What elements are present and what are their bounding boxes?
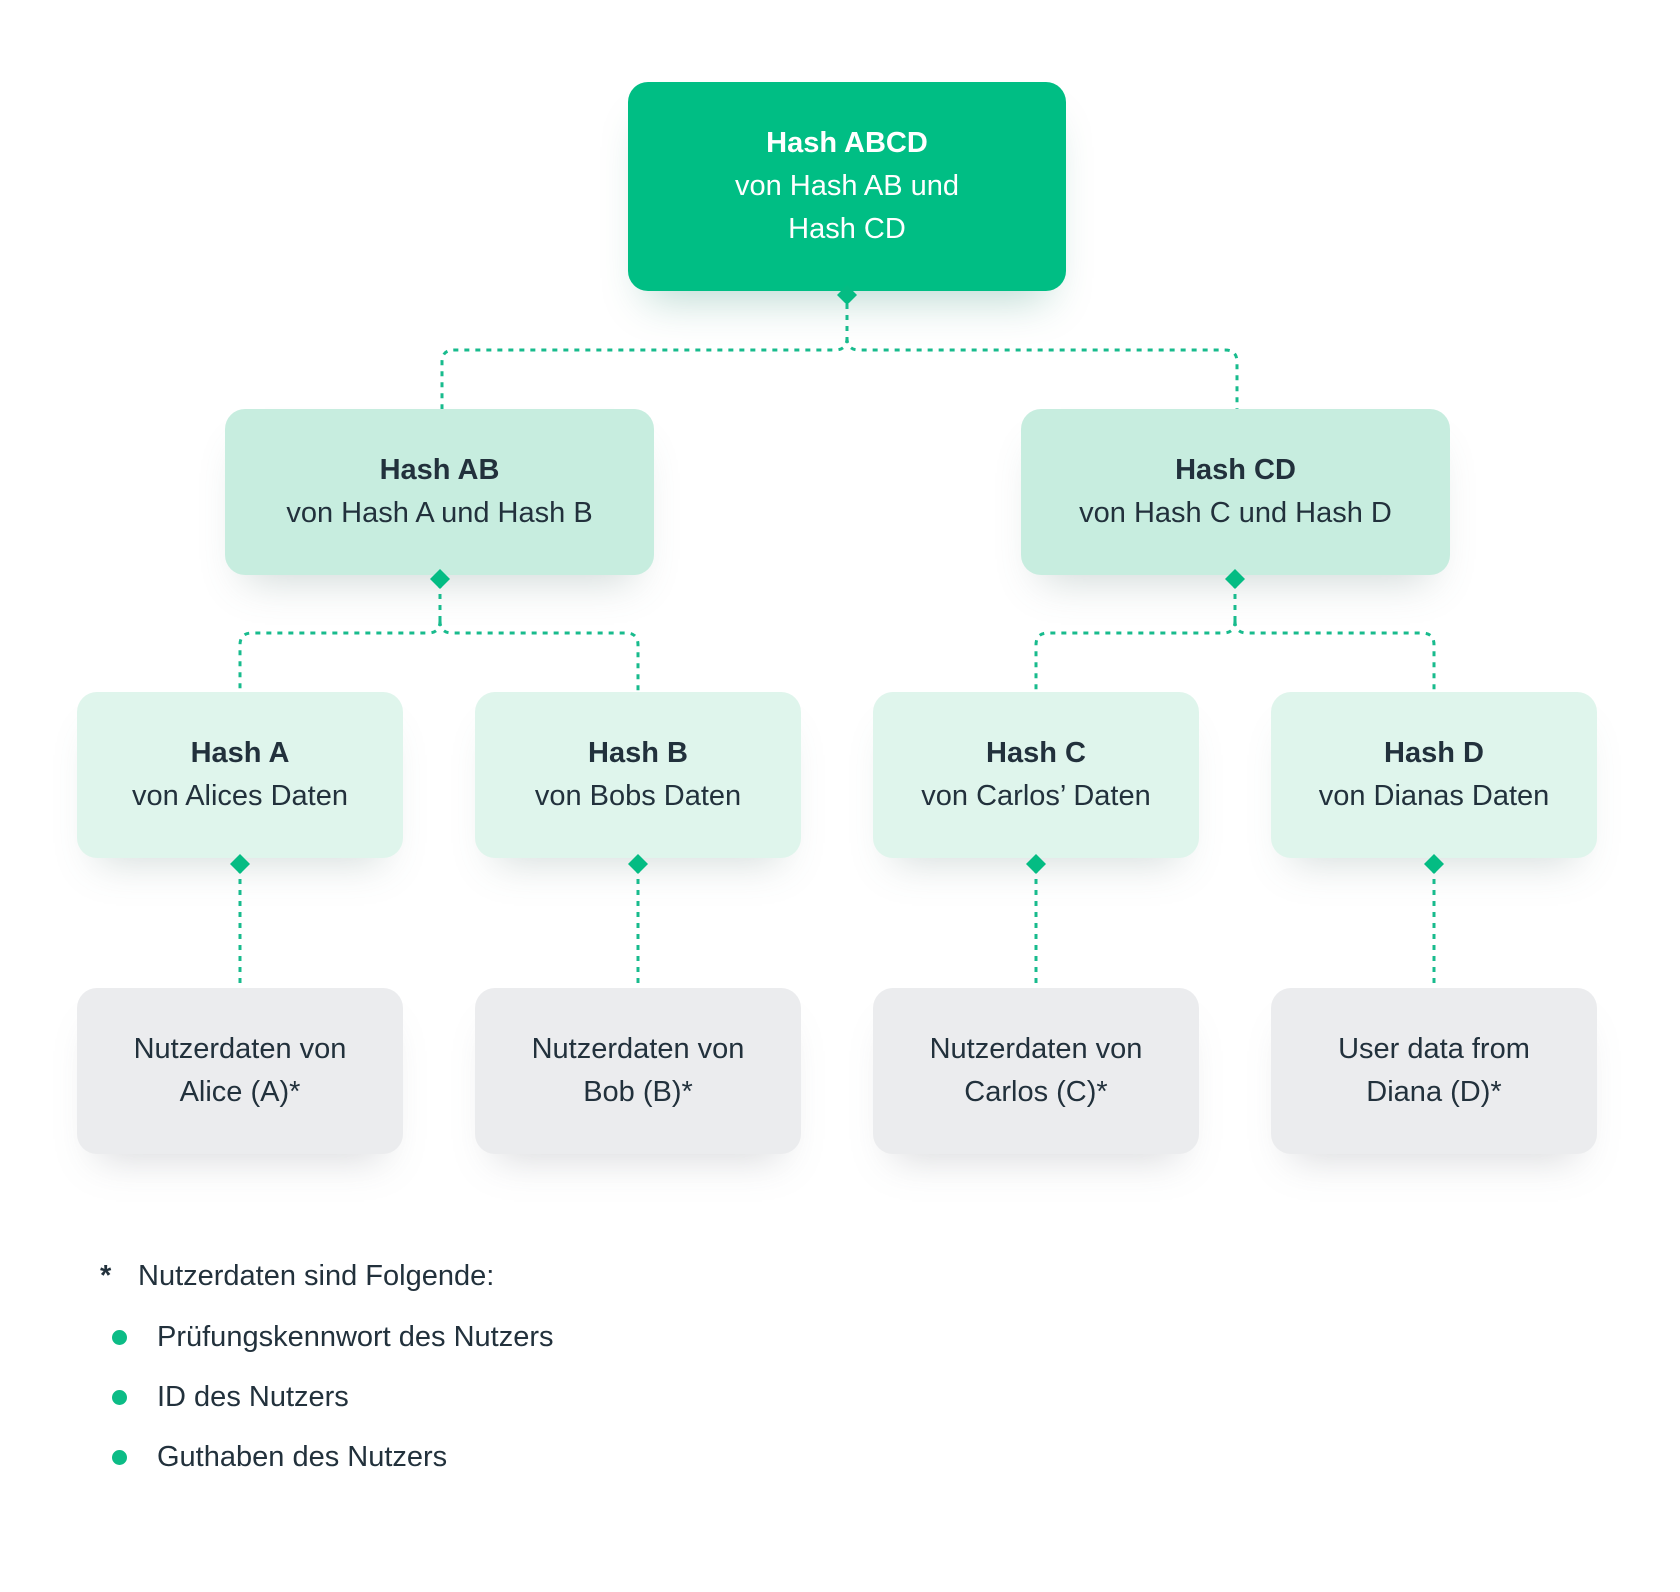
- bullet-dot-icon: [112, 1390, 127, 1405]
- leaf-user-data-bob: Nutzerdaten von Bob (B)*: [475, 988, 801, 1154]
- node-hash-ab-subtitle: von Hash A und Hash B: [286, 497, 593, 529]
- leaf-user-data-carlos-text: Nutzerdaten von Carlos (C)*: [929, 1033, 1143, 1108]
- node-hash-cd-subtitle: von Hash C und Hash D: [1079, 497, 1392, 529]
- footnote: * Nutzerdaten sind Folgende: Prüfungsken…: [100, 1262, 554, 1503]
- node-hash-b-subtitle: von Bobs Daten: [534, 780, 742, 812]
- leaf-user-data-alice: Nutzerdaten von Alice (A)*: [77, 988, 403, 1154]
- footnote-title: Nutzerdaten sind Folgende:: [138, 1260, 495, 1292]
- node-hash-b: Hash B von Bobs Daten: [475, 692, 801, 858]
- footnote-bullet-item: Guthaben des Nutzers: [100, 1443, 554, 1472]
- node-hash-c-subtitle: von Carlos’ Daten: [921, 780, 1151, 812]
- footnote-bullet-text: Guthaben des Nutzers: [157, 1441, 448, 1473]
- node-hash-d-title: Hash D: [1384, 737, 1484, 769]
- leaf-user-data-alice-text: Nutzerdaten von Alice (A)*: [133, 1033, 347, 1108]
- footnote-asterisk: *: [100, 1260, 112, 1292]
- bullet-dot-icon: [112, 1450, 127, 1465]
- leaf-user-data-carlos: Nutzerdaten von Carlos (C)*: [873, 988, 1199, 1154]
- node-hash-c: Hash C von Carlos’ Daten: [873, 692, 1199, 858]
- connector-leaf-lines: [238, 868, 1436, 988]
- connector-hash-ab-split: [238, 583, 640, 692]
- footnote-bullet-text: Prüfungskennwort des Nutzers: [157, 1321, 554, 1353]
- leaf-user-data-diana: User data from Diana (D)*: [1271, 988, 1597, 1154]
- connector-hash-cd-split: [1034, 583, 1436, 692]
- node-hash-ab-title: Hash AB: [379, 454, 500, 486]
- node-hash-cd-title: Hash CD: [1175, 454, 1296, 486]
- footnote-bullet-item: ID des Nutzers: [100, 1383, 554, 1412]
- node-hash-c-title: Hash C: [986, 737, 1086, 769]
- node-hash-ab: Hash AB von Hash A und Hash B: [225, 409, 654, 575]
- node-hash-abcd-subtitle: von Hash AB und Hash CD: [734, 170, 960, 245]
- leaf-user-data-bob-text: Nutzerdaten von Bob (B)*: [531, 1033, 745, 1108]
- node-hash-d: Hash D von Dianas Daten: [1271, 692, 1597, 858]
- node-hash-b-title: Hash B: [588, 737, 688, 769]
- bullet-dot-icon: [112, 1330, 127, 1345]
- node-hash-a: Hash A von Alices Daten: [77, 692, 403, 858]
- leaf-user-data-diana-text: User data from Diana (D)*: [1338, 1033, 1530, 1108]
- node-hash-abcd: Hash ABCD von Hash AB und Hash CD: [628, 82, 1066, 291]
- node-hash-abcd-title: Hash ABCD: [766, 127, 928, 159]
- node-hash-a-subtitle: von Alices Daten: [131, 780, 348, 812]
- connector-root-split: [440, 293, 1239, 409]
- footnote-bullet-item: Prüfungskennwort des Nutzers: [100, 1323, 554, 1352]
- footnote-title-row: * Nutzerdaten sind Folgende:: [100, 1262, 554, 1291]
- node-hash-d-subtitle: von Dianas Daten: [1318, 780, 1550, 812]
- node-hash-a-title: Hash A: [190, 737, 290, 769]
- footnote-bullet-text: ID des Nutzers: [157, 1381, 349, 1413]
- diamond-markers: [230, 285, 1444, 874]
- node-hash-cd: Hash CD von Hash C und Hash D: [1021, 409, 1450, 575]
